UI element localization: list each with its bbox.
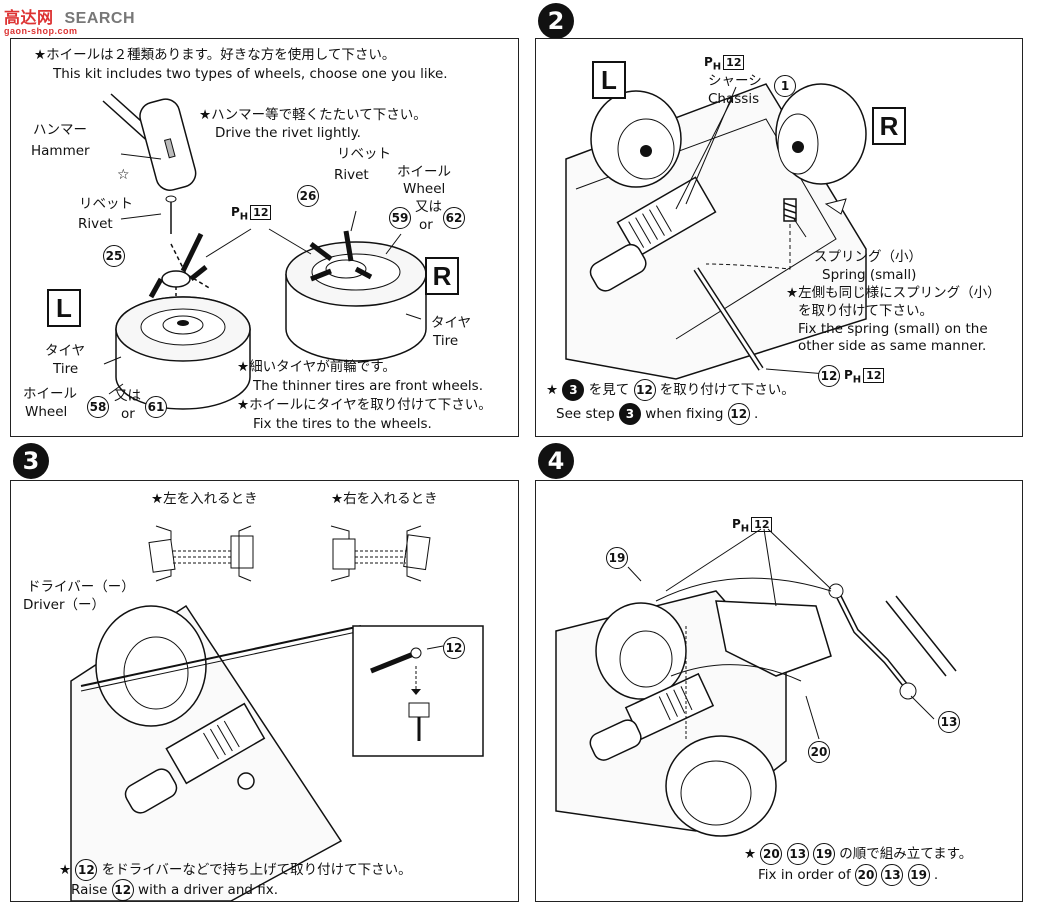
step-3-ref-badge-en: 3 [618,403,641,425]
tire-label-jp: タイヤ [45,343,86,359]
chassis-label-en: Chassis [708,91,760,107]
svg-text:☆: ☆ [117,167,130,183]
tire2-label-jp: タイヤ [431,315,472,331]
part-12-badge: 12 [818,365,840,387]
step-1-panel: ☆ ★ホイールは２ [10,38,519,437]
order-19-badge-en: 19 [907,864,930,886]
part-61-badge: 61 [145,396,167,418]
step-3-ref-badge: 3 [562,379,585,401]
part-25-badge: 25 [103,245,125,267]
right-marker: R [425,257,459,295]
step-2-number: 2 [538,3,574,39]
tire-label-en: Tire [53,361,79,377]
driver-label-en: Driver（ー） [23,597,106,613]
driver-label-jp: ドライバー（ー） [27,579,135,595]
other-side-note-jp1: ★左側も同じ様にスプリング（小） [786,285,1001,301]
fix-tires-note-en: Fix the tires to the wheels. [253,416,432,432]
other-side-note-jp2: を取り付けて下さい。 [798,303,933,319]
wheel2-label-jp: ホイール [23,386,77,402]
left-insert-note-jp: ★左を入れるとき [151,491,258,507]
hammer-label-en: Hammer [31,143,90,159]
wheel-label-en: Wheel [403,181,446,197]
wheel-types-note-en: This kit includes two types of wheels, c… [53,66,448,82]
part-12-badge: 12 [443,637,465,659]
rear-arm-illustration [555,528,957,837]
tire2-label-en: Tire [433,333,459,349]
rivet-label-en: Rivet [78,216,113,232]
chassis-spring-illustration [565,83,867,380]
rivet2-label-en: Rivet [334,167,369,183]
hammer-tip-jp: ★ハンマー等で軽くたたいて下さい。 [199,107,427,123]
other-side-note-en1: Fix the spring (small) on the [798,321,988,337]
other-side-note-en2: other side as same manner. [798,338,987,354]
wheel-assembly-illustration: ☆ [102,93,427,410]
part-26-badge: 26 [297,185,319,207]
rivet-label-jp: リベット [79,196,133,212]
or2-label-jp: 又は [114,388,141,404]
part-20-badge: 20 [808,741,830,763]
part-59-badge: 59 [389,207,411,229]
order-19-badge: 19 [813,843,835,865]
right-marker: R [872,107,906,145]
step-4-number: 4 [538,443,574,479]
watermark-logo: 高达网 [4,10,54,27]
step-3-number: 3 [13,443,49,479]
see-step-note-jp: ★ 3 を見て 12 を取り付けて下さい。 [546,379,795,401]
spring-label-en: Spring (small) [822,267,917,283]
order-13-badge-en: 13 [881,864,904,886]
part-12-ref-badge: 12 [75,859,98,881]
hammer-tip-en: Drive the rivet lightly. [215,125,361,141]
part-58-badge: 58 [87,396,109,418]
part-1-badge: 1 [774,75,796,97]
order-20-badge-en: 20 [855,864,878,886]
watermark-text: SEARCH [64,10,136,27]
wheel-types-note-jp: ★ホイールは２種類あります。好きな方を使用して下さい。 [34,47,396,63]
fix-tires-note-jp: ★ホイールにタイヤを取り付けて下さい。 [237,397,492,413]
thin-tires-note-en: The thinner tires are front wheels. [253,378,484,394]
part-12-ref-badge-en: 12 [727,403,750,425]
left-marker: L [592,61,626,99]
or-label-en: or [419,217,433,233]
step-3-panel: ★左を入れるとき ★右を入れるとき ドライバー（ー） Driver（ー） 12 … [10,480,519,902]
raise-note-jp: ★ 12 をドライバーなどで持ち上げて取り付けて下さい。 [59,859,412,881]
wheel2-label-en: Wheel [25,404,68,420]
watermark-sub: gaon-shop.com [4,26,78,36]
see-step-note-en: See step 3 when fixing 12 . [556,403,758,425]
rivet2-label-jp: リベット [337,146,391,162]
or-label-jp: 又は [415,199,442,215]
left-marker: L [47,289,81,327]
part-62-badge: 62 [443,207,465,229]
hammer-label-jp: ハンマー [33,122,87,138]
part-12-ref-badge: 12 [633,379,656,401]
driver-lift-illustration [70,525,484,901]
site-watermark: 高达网 SEARCH gaon-shop.com [4,4,136,36]
part-19-badge: 19 [606,547,628,569]
or2-label-en: or [121,406,135,422]
right-insert-note-jp: ★右を入れるとき [331,491,438,507]
chassis-label-jp: シャーシ [708,73,762,89]
raise-note-en: Raise 12 with a driver and fix. [71,879,278,901]
part-13-badge: 13 [938,711,960,733]
order-20-badge: 20 [760,843,783,865]
order-13-badge: 13 [786,843,809,865]
part-12-ref-badge-en: 12 [111,879,134,901]
wheel-label-jp: ホイール [397,164,451,180]
thin-tires-note-jp: ★細いタイヤが前輪です。 [237,359,396,375]
order-note-jp: ★ 20 13 19 の順で組み立てます。 [744,843,972,865]
order-note-en: Fix in order of 20 13 19 . [758,864,938,886]
spring-label-jp: スプリング（小） [814,249,922,265]
